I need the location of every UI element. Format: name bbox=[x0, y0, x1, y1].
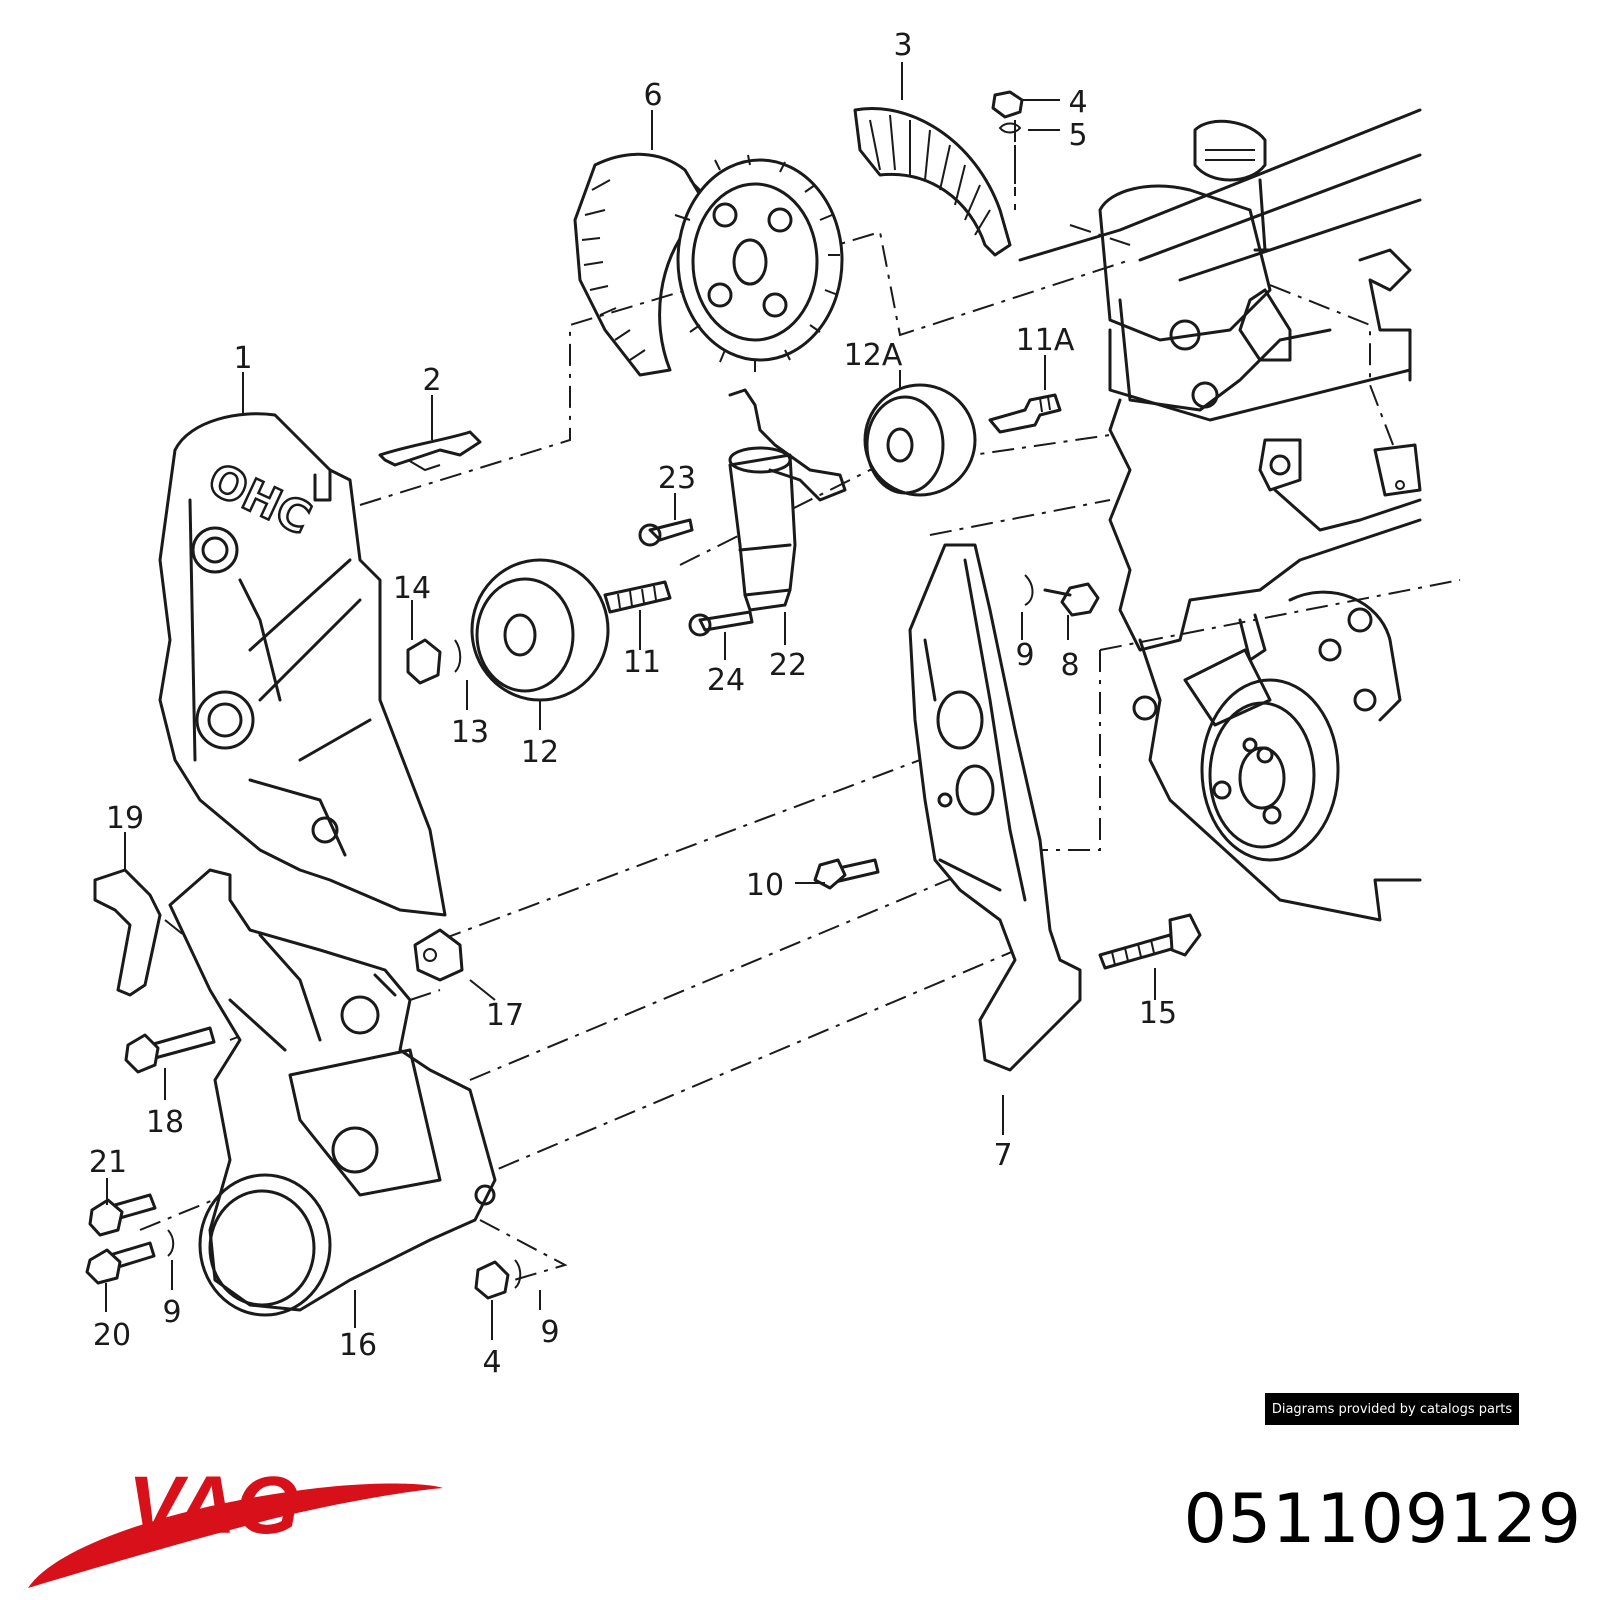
callout-16: 16 bbox=[339, 1328, 377, 1363]
callout-21: 21 bbox=[89, 1145, 127, 1180]
leader-lines bbox=[105, 62, 1156, 1340]
callout-12a: 12A bbox=[844, 338, 903, 373]
callout-3: 3 bbox=[893, 28, 912, 63]
seal-strip bbox=[93, 868, 162, 997]
callout-20: 20 bbox=[93, 1318, 131, 1353]
callout-12: 12 bbox=[521, 735, 559, 770]
idler-pulley-12a bbox=[863, 383, 977, 497]
part-number: 051109129 bbox=[1183, 1480, 1582, 1559]
callout-8: 8 bbox=[1060, 648, 1079, 683]
logo-wordmark: VAG bbox=[128, 1460, 300, 1551]
rear-cover bbox=[853, 107, 1012, 257]
tensioner-assembly bbox=[638, 388, 847, 637]
callout-9-lower-left: 9 bbox=[162, 1295, 181, 1330]
callout-9-lower-right: 9 bbox=[540, 1315, 559, 1350]
callout-7: 7 bbox=[993, 1138, 1012, 1173]
bolt-15 bbox=[1098, 913, 1202, 970]
nut-17 bbox=[413, 928, 464, 982]
callout-14: 14 bbox=[393, 571, 431, 606]
callout-11a: 11A bbox=[1016, 323, 1075, 358]
engine-block bbox=[1018, 108, 1422, 922]
clip-part bbox=[378, 430, 482, 472]
callout-5: 5 bbox=[1068, 118, 1087, 153]
callout-23: 23 bbox=[658, 461, 696, 496]
callout-18: 18 bbox=[146, 1105, 184, 1140]
camshaft-sprocket bbox=[674, 154, 844, 372]
callout-17: 17 bbox=[486, 998, 524, 1033]
diagram-credit-badge: Diagrams provided by catalogs parts bbox=[1265, 1393, 1519, 1425]
callout-15: 15 bbox=[1139, 996, 1177, 1031]
callout-9: 9 bbox=[1015, 638, 1034, 673]
callout-4-lower: 4 bbox=[482, 1345, 501, 1380]
rear-timing-plate bbox=[813, 543, 1100, 1072]
callout-2: 2 bbox=[422, 363, 441, 398]
callout-numbers: 1 2 3 4 5 6 7 8 9 10 11 11A 12 12A 13 14… bbox=[89, 28, 1177, 1380]
callout-24: 24 bbox=[707, 663, 745, 698]
callout-6: 6 bbox=[643, 78, 662, 113]
callout-10: 10 bbox=[746, 868, 784, 903]
timing-belt-cover-upper: OHC bbox=[158, 412, 447, 917]
callout-22: 22 bbox=[769, 648, 807, 683]
callout-1: 1 bbox=[233, 341, 252, 376]
crankshaft-pulley bbox=[1183, 613, 1340, 862]
callout-11: 11 bbox=[623, 645, 661, 680]
callout-13: 13 bbox=[451, 715, 489, 750]
vag-logo: VAG bbox=[28, 1460, 443, 1588]
assembly-guide-lines bbox=[139, 120, 1461, 1291]
nut-washer-top bbox=[991, 90, 1024, 134]
stud-11a bbox=[988, 393, 1062, 434]
idler-pulley-12 bbox=[406, 558, 672, 702]
timing-belt-cover-lower bbox=[168, 868, 497, 1317]
callout-4: 4 bbox=[1068, 85, 1087, 120]
callout-19: 19 bbox=[106, 801, 144, 836]
logo-swoosh bbox=[28, 1483, 443, 1588]
lower-fasteners bbox=[85, 1026, 522, 1300]
